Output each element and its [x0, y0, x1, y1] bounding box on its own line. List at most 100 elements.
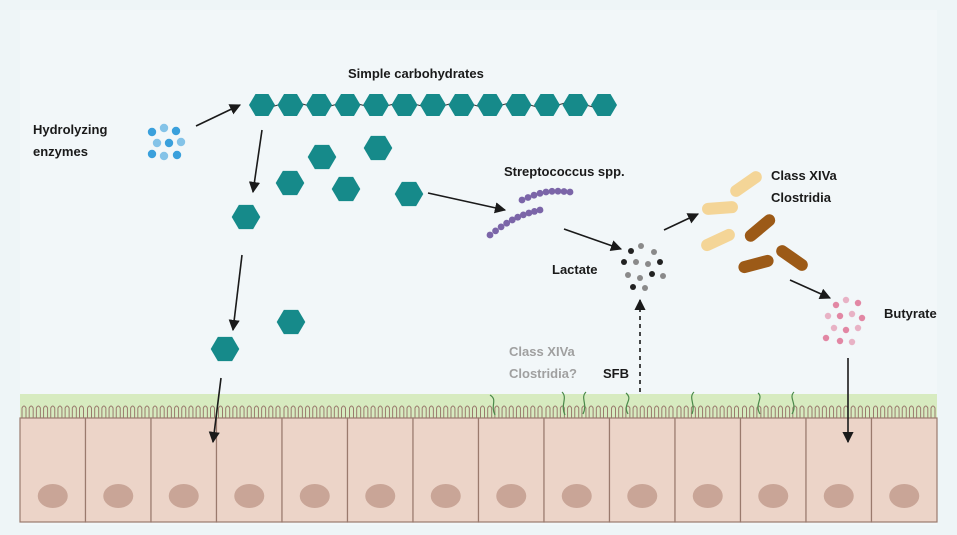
arrow-clostridia-to-butyrate — [789, 279, 832, 299]
microvillus — [428, 405, 434, 418]
enzyme-dot — [147, 127, 157, 137]
microvillus — [515, 405, 521, 418]
microvillus — [916, 405, 922, 418]
microvillus — [712, 405, 718, 418]
microvillus — [705, 405, 711, 418]
microvillus — [290, 405, 296, 418]
label-butyrate: Butyrate — [884, 306, 937, 321]
microvillus — [443, 405, 449, 418]
nucleus — [103, 484, 134, 508]
microvillus — [632, 405, 638, 418]
lactate-dot — [638, 243, 644, 249]
microvillus — [421, 405, 427, 418]
microvillus — [726, 405, 732, 418]
microvillus — [639, 405, 645, 418]
microvillus — [873, 405, 878, 418]
microvillus — [574, 405, 580, 418]
microvillus — [43, 405, 49, 418]
streptococcus-cell — [492, 227, 499, 235]
butyrate-dot — [836, 312, 844, 320]
streptococcus-cell — [530, 191, 538, 199]
microvillus — [370, 405, 376, 418]
streptococcus-cell — [554, 187, 562, 195]
microvillus — [530, 405, 536, 418]
microvillus — [908, 405, 914, 418]
streptococcus-cell — [542, 188, 550, 196]
lactate-dot — [621, 259, 627, 265]
microvillus — [857, 405, 863, 418]
microvillus — [821, 405, 827, 418]
microvillus — [137, 405, 143, 418]
arrow-hex-down — [228, 254, 243, 332]
microvillus — [297, 405, 303, 418]
lactate-dot — [625, 272, 631, 278]
label-lactate: Lactate — [552, 262, 598, 277]
streptococcus-cell — [497, 223, 505, 231]
microvillus — [850, 405, 856, 418]
microvillus — [559, 405, 565, 418]
lactate-dot — [637, 275, 643, 281]
streptococcus-cell — [486, 231, 494, 239]
microvillus — [57, 405, 63, 418]
microvillus — [305, 405, 311, 418]
microvillus — [501, 405, 507, 418]
microvillus — [537, 405, 543, 418]
microvillus — [646, 405, 652, 418]
microvillus — [611, 405, 616, 418]
label-enzymes: enzymes — [33, 144, 88, 159]
nucleus — [299, 484, 330, 508]
streptococcus-chains — [486, 187, 574, 239]
microvillus — [71, 405, 77, 418]
butyrate-dot — [822, 334, 830, 342]
microvillus — [887, 405, 893, 418]
lactate-dot — [628, 248, 634, 254]
lactate-dot — [645, 261, 651, 267]
nucleus — [496, 484, 527, 508]
microvillus — [567, 405, 573, 418]
microvillus — [698, 405, 704, 418]
lactate-dots — [621, 243, 666, 291]
microvillus — [464, 405, 470, 418]
microvillus — [356, 405, 362, 418]
lactate-dot — [660, 273, 666, 279]
microvillus — [108, 405, 114, 418]
label-class-xiva-question: Class XIVa — [509, 344, 576, 359]
arrow-lactate-to-clostridia — [663, 213, 700, 231]
microvillus — [603, 405, 608, 418]
microvillus — [719, 405, 725, 418]
butyrate-dots — [822, 296, 866, 346]
streptococcus-cell — [536, 189, 544, 197]
nucleus — [365, 484, 396, 508]
lactate-dot — [651, 249, 657, 255]
microvillus — [829, 405, 835, 418]
label-clostridia-question: Clostridia? — [509, 366, 577, 381]
microvillus — [261, 405, 267, 418]
label-sfb: SFB — [603, 366, 629, 381]
microvillus — [159, 405, 165, 418]
enzyme-dot — [176, 137, 186, 147]
microvillus — [232, 405, 238, 418]
microvillus — [210, 405, 215, 418]
microvillus — [450, 405, 456, 418]
hydrolyzing-enzyme-dots — [147, 123, 186, 161]
enzyme-dot — [159, 151, 169, 161]
microvillus — [326, 405, 332, 418]
microvillus — [487, 405, 493, 418]
microvillus — [363, 405, 369, 418]
microvillus — [246, 405, 252, 418]
microvillus — [923, 405, 929, 418]
microvillus — [35, 405, 41, 418]
enzyme-dot — [164, 138, 174, 148]
microvillus — [166, 405, 172, 418]
butyrate-dot — [854, 324, 862, 332]
nucleus — [627, 484, 658, 508]
microvillus — [341, 405, 346, 418]
butyrate-dot — [824, 312, 832, 320]
microvillus — [595, 405, 601, 418]
microvillus — [749, 405, 755, 418]
microvillus — [777, 405, 783, 418]
microvillus — [588, 405, 594, 418]
microvillus — [239, 405, 245, 418]
microvillus — [181, 405, 187, 418]
streptococcus-cell — [566, 188, 574, 196]
